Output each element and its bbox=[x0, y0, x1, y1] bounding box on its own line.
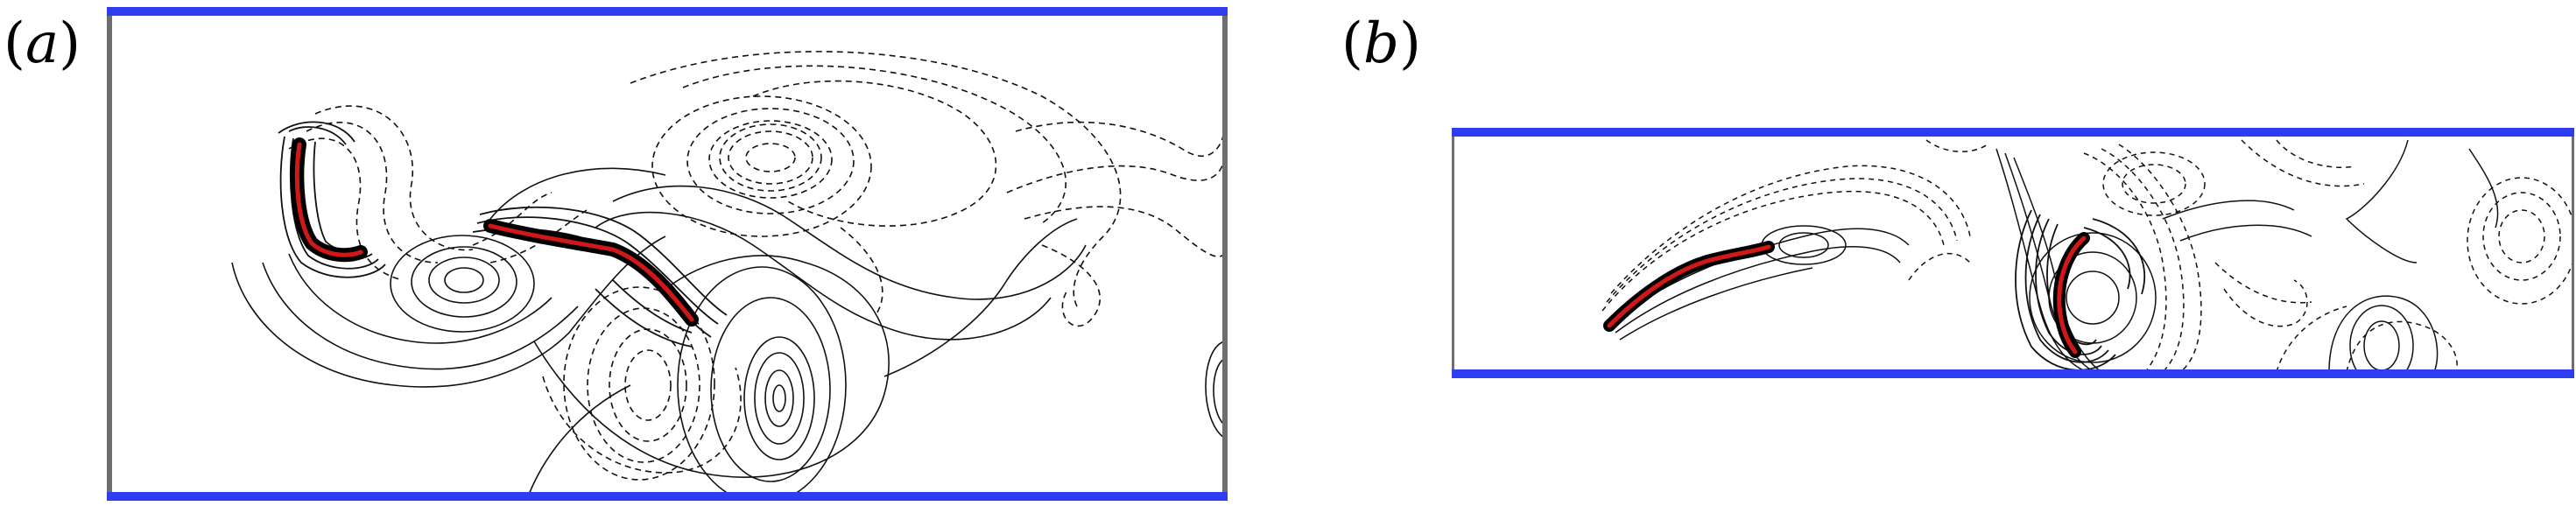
panel-b-plate-right bbox=[2057, 235, 2087, 355]
panel-b-bottom-wall bbox=[1452, 369, 2574, 378]
panel-label-a: (a) bbox=[4, 11, 81, 76]
panel-b-vorticity-contours bbox=[1601, 139, 2572, 372]
panel-b-left-frame bbox=[1452, 131, 1454, 375]
panel-b-right-frame bbox=[2572, 131, 2574, 375]
panel-b-plate-left bbox=[1607, 244, 1771, 328]
panel-a bbox=[107, 7, 1228, 501]
panel-a-right-frame bbox=[1222, 11, 1228, 499]
panel-b bbox=[1452, 128, 2574, 378]
panel-a-plate-left bbox=[294, 142, 363, 257]
panel-b-dashed-contours bbox=[1601, 139, 2572, 372]
panel-a-dashed-contours bbox=[288, 51, 1224, 481]
panel-a-solid-contours bbox=[231, 167, 1224, 492]
panel-b-background bbox=[1452, 131, 2574, 375]
panel-a-plates bbox=[290, 137, 699, 327]
panel-a-top-wall bbox=[107, 7, 1228, 16]
panel-a-left-frame bbox=[107, 11, 112, 499]
panel-b-plates bbox=[1603, 232, 2090, 358]
panel-a-plate-right bbox=[488, 223, 694, 322]
panel-a-background bbox=[109, 11, 1228, 495]
panel-label-b: (b) bbox=[1341, 11, 1421, 76]
panel-b-top-wall bbox=[1452, 128, 2574, 137]
panel-a-bottom-wall bbox=[107, 492, 1228, 501]
